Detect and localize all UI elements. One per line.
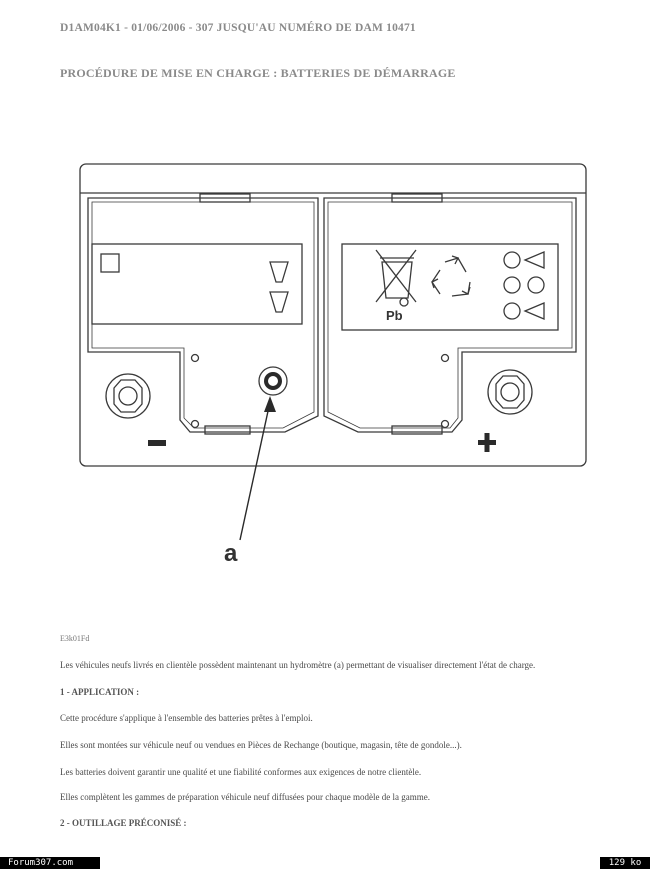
paragraph-1: Cette procédure s'applique à l'ensemble … xyxy=(60,713,313,723)
footer-site-label: Forum307.com xyxy=(0,857,100,869)
hydrometer-eye xyxy=(258,366,288,396)
battery-outline xyxy=(79,163,587,467)
right-label-panel xyxy=(341,243,559,331)
footer-size-label: 129 ko xyxy=(600,857,650,869)
battery-diagram: Pb xyxy=(79,163,587,541)
right-lid xyxy=(323,197,577,433)
paragraph-2: Elles sont montées sur véhicule neuf ou … xyxy=(60,740,462,750)
recycle-icon xyxy=(431,255,471,297)
page-title: PROCÉDURE DE MISE EN CHARGE : BATTERIES … xyxy=(60,66,456,80)
callout-label-a: a xyxy=(224,540,238,567)
document-reference: D1AM04K1 - 01/06/2006 - 307 JUSQU'AU NUM… xyxy=(60,22,416,34)
section-1-title: 1 - APPLICATION : xyxy=(60,687,140,697)
crossed-bin-icon xyxy=(375,249,417,307)
paragraph-4: Elles complètent les gammes de préparati… xyxy=(60,792,430,802)
intro-paragraph: Les véhicules neufs livrés en clientèle … xyxy=(60,660,536,670)
left-lid xyxy=(87,197,319,433)
figure-reference: E3k01Fd xyxy=(60,634,90,643)
section-2-title: 2 - OUTILLAGE PRÉCONISÉ : xyxy=(60,818,187,828)
negative-symbol xyxy=(148,440,166,446)
paragraph-3: Les batteries doivent garantir une quali… xyxy=(60,767,422,777)
positive-symbol xyxy=(478,433,496,452)
positive-terminal xyxy=(487,369,533,415)
callout-arrow xyxy=(239,396,276,541)
left-label-panel xyxy=(91,243,303,325)
pb-label: Pb xyxy=(386,308,403,323)
negative-terminal xyxy=(105,373,151,419)
